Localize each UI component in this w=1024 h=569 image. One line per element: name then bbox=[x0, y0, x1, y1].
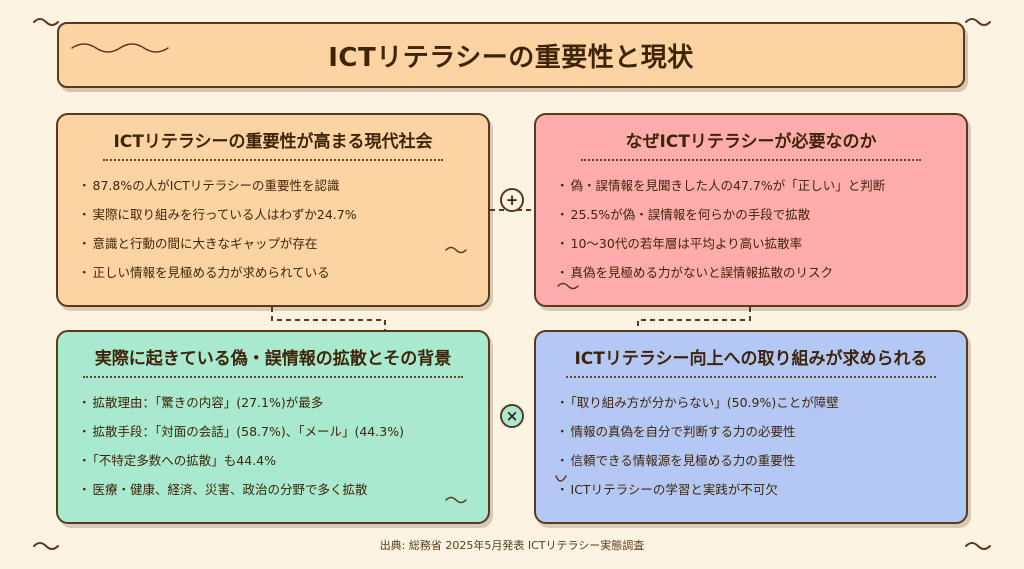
list-item: 偽・誤情報を見聞きした人の47.7%が「正しい」と判断 bbox=[556, 171, 946, 200]
page-title: ICTリテラシーの重要性と現状 bbox=[328, 42, 694, 73]
item-list: 「取り組み方が分からない」(50.9%)ことが障壁 情報の真偽を自分で判断する力… bbox=[556, 388, 946, 504]
list-item: 拡散手段：「対面の会話」(58.7%)、「メール」(44.3%) bbox=[78, 417, 468, 446]
list-item: 87.8%の人がICTリテラシーの重要性を認識 bbox=[78, 171, 468, 200]
card-why-needed: なぜICTリテラシーが必要なのか 偽・誤情報を見聞きした人の47.7%が「正しい… bbox=[534, 113, 968, 307]
list-item: 「不特定多数への拡散」も44.4% bbox=[78, 446, 468, 475]
card-heading: ICTリテラシーの重要性が高まる現代社会 bbox=[103, 127, 443, 161]
card-misinformation-spread: 実際に起きている偽・誤情報の拡散とその背景 拡散理由：「驚きの内容」(27.1%… bbox=[56, 330, 490, 524]
card-heading: 実際に起きている偽・誤情報の拡散とその背景 bbox=[83, 344, 463, 378]
list-item: 実際に取り組みを行っている人はわずか24.7% bbox=[78, 200, 468, 229]
item-list: 87.8%の人がICTリテラシーの重要性を認識 実際に取り組みを行っている人はわ… bbox=[78, 171, 468, 287]
list-item: 正しい情報を見極める力が求められている bbox=[78, 258, 468, 287]
card-heading: なぜICTリテラシーが必要なのか bbox=[581, 127, 921, 161]
card-heading: ICTリテラシー向上への取り組みが求められる bbox=[566, 344, 936, 378]
connector-left bbox=[271, 307, 386, 330]
list-item: 信頼できる情報源を見極める力の重要性 bbox=[556, 446, 946, 475]
squiggle-top-right bbox=[965, 18, 991, 26]
list-item: 意識と行動の間に大きなギャップが存在 bbox=[78, 229, 468, 258]
item-list: 偽・誤情報を見聞きした人の47.7%が「正しい」と判断 25.5%が偽・誤情報を… bbox=[556, 171, 946, 287]
list-item: 10〜30代の若年層は平均より高い拡散率 bbox=[556, 229, 946, 258]
list-item: ICTリテラシーの学習と実践が不可欠 bbox=[556, 475, 946, 504]
connector-right bbox=[637, 307, 751, 330]
plus-icon: + bbox=[500, 188, 524, 212]
list-item: 情報の真偽を自分で判断する力の必要性 bbox=[556, 417, 946, 446]
title-box: ICTリテラシーの重要性と現状 bbox=[57, 22, 965, 88]
list-item: 真偽を見極める力がないと誤情報拡散のリスク bbox=[556, 258, 946, 287]
card-improvement-efforts: ICTリテラシー向上への取り組みが求められる 「取り組み方が分からない」(50.… bbox=[534, 330, 968, 524]
list-item: 「取り組み方が分からない」(50.9%)ことが障壁 bbox=[556, 388, 946, 417]
times-icon: × bbox=[500, 404, 524, 428]
list-item: 拡散理由：「驚きの内容」(27.1%)が最多 bbox=[78, 388, 468, 417]
list-item: 医療・健康、経済、災害、政治の分野で多く拡散 bbox=[78, 475, 468, 504]
list-item: 25.5%が偽・誤情報を何らかの手段で拡散 bbox=[556, 200, 946, 229]
source-note: 出典: 総務省 2025年5月発表 ICTリテラシー実態調査 bbox=[379, 539, 645, 552]
squiggle-top-left bbox=[33, 18, 59, 26]
item-list: 拡散理由：「驚きの内容」(27.1%)が最多 拡散手段：「対面の会話」(58.7… bbox=[78, 388, 468, 504]
card-importance: ICTリテラシーの重要性が高まる現代社会 87.8%の人がICTリテラシーの重要… bbox=[56, 113, 490, 307]
